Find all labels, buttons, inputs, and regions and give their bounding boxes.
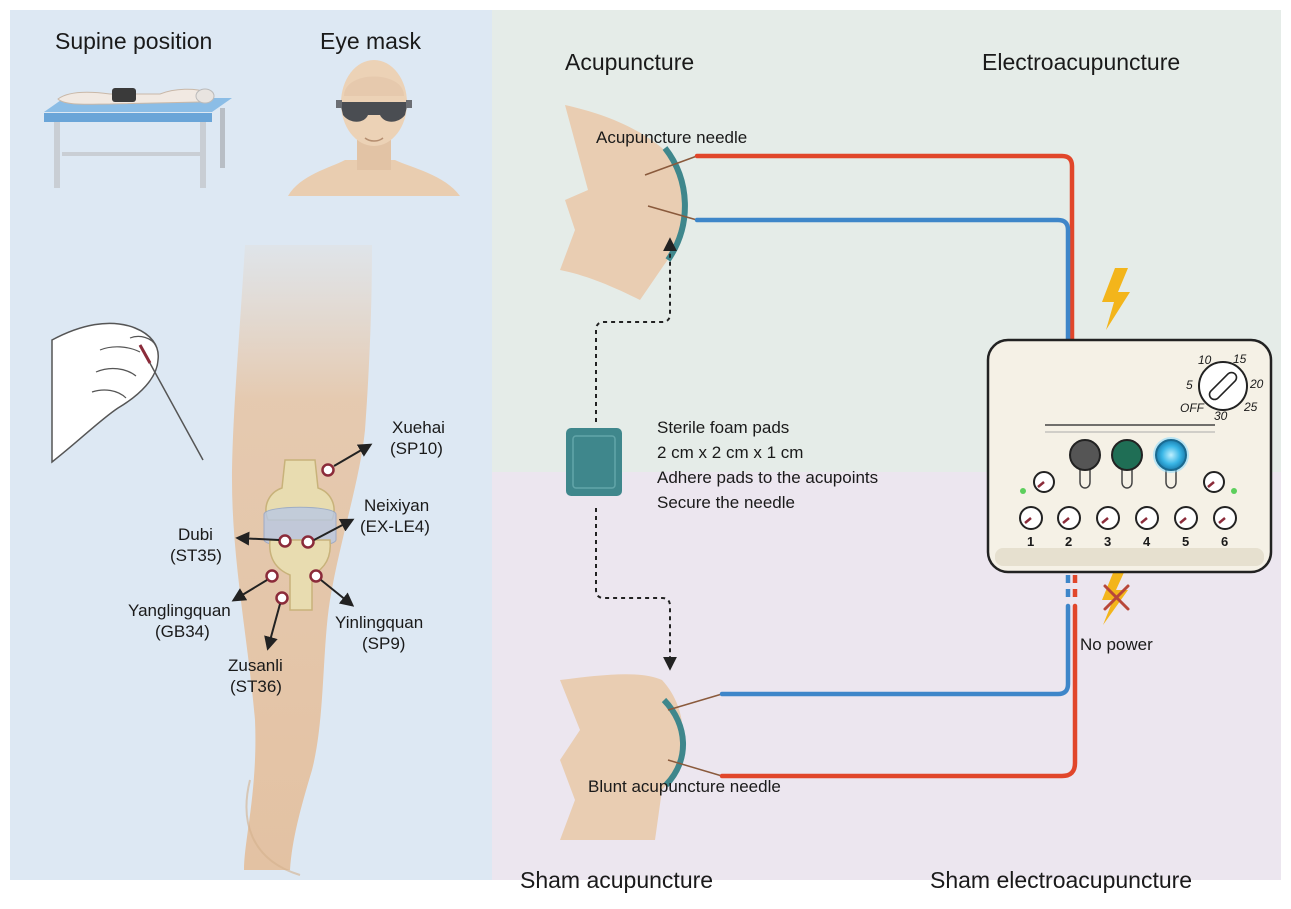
eye-mask-title: Eye mask <box>320 28 421 54</box>
svg-text:4: 4 <box>1143 534 1151 549</box>
svg-text:20: 20 <box>1249 377 1264 391</box>
acupoint-dubi <box>280 536 291 547</box>
sterile-foam-pad-icon <box>566 428 622 496</box>
svg-text:5: 5 <box>1186 378 1193 392</box>
yinlingquan-name: Yinlingquan <box>335 613 423 632</box>
yanglingquan-name: Yanglingquan <box>128 601 231 620</box>
zusanli-name: Zusanli <box>228 656 283 675</box>
channel-knob-2 <box>1058 507 1080 529</box>
dubi-code: (ST35) <box>170 546 222 565</box>
neixiyan-code: (EX-LE4) <box>360 517 430 536</box>
svg-text:30: 30 <box>1214 409 1228 423</box>
green-indicator-light <box>1112 440 1142 470</box>
no-power-label: No power <box>1080 635 1153 654</box>
foam-pad-note-3: Adhere pads to the acupoints <box>657 468 878 487</box>
gray-indicator-light <box>1070 440 1100 470</box>
yinlingquan-code: (SP9) <box>362 634 405 653</box>
svg-text:3: 3 <box>1104 534 1111 549</box>
svg-text:5: 5 <box>1182 534 1189 549</box>
yanglingquan-code: (GB34) <box>155 622 210 641</box>
neixiyan-name: Neixiyan <box>364 496 429 515</box>
channel-knob-5 <box>1175 507 1197 529</box>
supine-position-title: Supine position <box>55 28 212 54</box>
dubi-name: Dubi <box>178 525 213 544</box>
electroacupuncture-device: 10 15 5 20 OFF 30 25 <box>988 340 1271 572</box>
acupoint-yanglingquan <box>267 571 278 582</box>
svg-text:25: 25 <box>1243 400 1258 414</box>
foam-pad-note-4: Secure the needle <box>657 493 795 512</box>
channel-knob-6 <box>1214 507 1236 529</box>
acupoint-xuehai <box>323 465 334 476</box>
svg-text:1: 1 <box>1027 534 1034 549</box>
foam-pad-note-2: 2 cm x 2 cm x 1 cm <box>657 443 803 462</box>
channel-knob-3 <box>1097 507 1119 529</box>
acupoint-yinlingquan <box>311 571 322 582</box>
svg-text:2: 2 <box>1065 534 1072 549</box>
xuehai-code: (SP10) <box>390 439 443 458</box>
electroacupuncture-title: Electroacupuncture <box>982 49 1180 75</box>
foam-pad-note-1: Sterile foam pads <box>657 418 789 437</box>
sham-acupuncture-title: Sham acupuncture <box>520 867 713 893</box>
blunt-needle-label: Blunt acupuncture needle <box>588 777 781 796</box>
svg-text:6: 6 <box>1221 534 1228 549</box>
channel-knob-4 <box>1136 507 1158 529</box>
svg-text:15: 15 <box>1233 352 1247 366</box>
svg-text:OFF: OFF <box>1180 401 1205 415</box>
channel-knob-1 <box>1020 507 1042 529</box>
intensity-dial <box>1199 362 1247 410</box>
acupoint-neixiyan <box>303 537 314 548</box>
xuehai-name: Xuehai <box>392 418 445 437</box>
acupoint-zusanli <box>277 593 288 604</box>
sham-electroacupuncture-title: Sham electroacupuncture <box>930 867 1192 893</box>
acupuncture-title: Acupuncture <box>565 49 694 75</box>
svg-text:10: 10 <box>1198 353 1212 367</box>
zusanli-code: (ST36) <box>230 677 282 696</box>
acupuncture-needle-label: Acupuncture needle <box>596 128 747 147</box>
